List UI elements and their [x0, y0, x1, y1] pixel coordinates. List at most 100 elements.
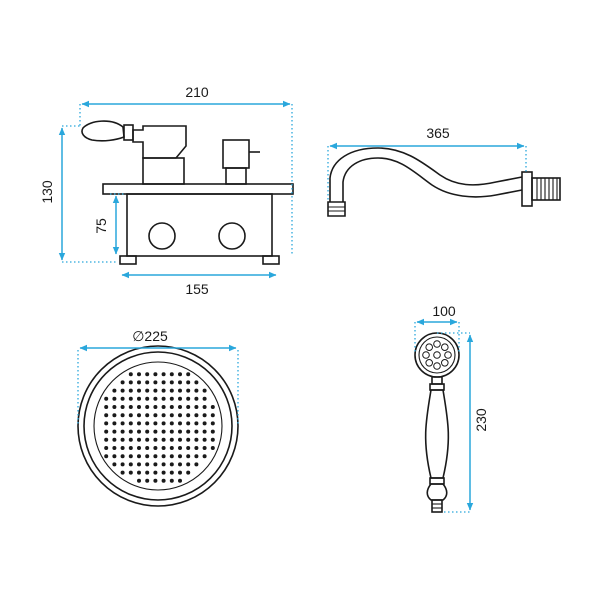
- nozzle-dot: [145, 372, 150, 377]
- nozzle-dot: [186, 380, 191, 385]
- nozzle-dot: [153, 396, 158, 401]
- nozzle-dot: [104, 413, 109, 418]
- spout-wall-flange: [521, 171, 533, 207]
- nozzle-dot: [153, 470, 158, 475]
- nozzle-dot: [145, 380, 150, 385]
- spout-thread: [531, 177, 561, 201]
- nozzle-dot: [112, 413, 117, 418]
- nozzle-dot: [145, 429, 150, 434]
- nozzle-dot: [112, 405, 117, 409]
- hand-nozzle: [441, 359, 449, 367]
- nozzle-dot: [104, 396, 109, 401]
- nozzle-dot: [153, 446, 158, 450]
- shower-head-outer-rim: [77, 345, 239, 507]
- spout-length-dimension-label: 365: [426, 125, 450, 141]
- nozzle-dot: [186, 446, 191, 450]
- hand-shower-neck: [431, 376, 443, 385]
- nozzle-dot: [153, 462, 158, 467]
- nozzle-dot: [178, 462, 182, 467]
- spout-outlet: [327, 201, 346, 217]
- nozzle-dot: [186, 413, 191, 418]
- nozzle-dot: [178, 388, 182, 393]
- nozzle-dot: [161, 429, 166, 434]
- nozzle-dot: [161, 462, 166, 467]
- nozzle-dot: [120, 446, 125, 450]
- nozzle-dot: [153, 405, 158, 409]
- nozzle-dot: [169, 421, 174, 426]
- nozzle-dot: [210, 413, 215, 418]
- nozzle-dot: [104, 405, 109, 409]
- hand-shower-head-rim: [414, 332, 460, 378]
- nozzle-dot: [137, 405, 141, 409]
- nozzle-dot: [145, 388, 150, 393]
- nozzle-dot: [104, 446, 109, 450]
- valve-foot-right: [262, 255, 280, 265]
- nozzle-dot: [210, 429, 215, 434]
- nozzle-dot: [169, 437, 174, 442]
- nozzle-dot: [186, 388, 191, 393]
- nozzle-dot: [104, 454, 109, 459]
- nozzle-dot: [112, 462, 117, 467]
- nozzle-dot: [120, 413, 125, 418]
- nozzle-dot: [161, 470, 166, 475]
- nozzle-dot: [194, 437, 199, 442]
- nozzle-dot: [194, 413, 199, 418]
- nozzle-dot: [161, 372, 166, 377]
- diverter-stem: [225, 167, 247, 185]
- nozzle-dot: [128, 462, 133, 467]
- nozzle-dot: [178, 470, 182, 475]
- nozzle-dot: [178, 478, 182, 483]
- nozzle-dot: [194, 388, 199, 393]
- nozzle-dot: [210, 446, 215, 450]
- nozzle-dot: [178, 446, 182, 450]
- nozzle-dot: [120, 437, 125, 442]
- nozzle-dot: [137, 421, 141, 426]
- nozzle-dot: [128, 470, 133, 475]
- mixer-stem: [142, 157, 185, 185]
- nozzle-dot: [145, 454, 150, 459]
- nozzle-dot: [153, 454, 158, 459]
- width-dimension-label: 210: [185, 84, 209, 100]
- nozzle-dot: [145, 421, 150, 426]
- nozzle-dot: [202, 429, 207, 434]
- nozzle-dot: [210, 437, 215, 442]
- nozzle-dot: [194, 421, 199, 426]
- nozzle-dot: [112, 429, 117, 434]
- spout-upper-edge: [329, 147, 523, 202]
- nozzle-dot: [112, 388, 117, 393]
- hand-shower-head-width-label: 100: [432, 303, 456, 319]
- nozzle-dot: [112, 446, 117, 450]
- nozzle-dot: [120, 470, 125, 475]
- nozzle-dot: [161, 405, 166, 409]
- nozzle-dot: [153, 478, 158, 483]
- body-height-dimension-label: 75: [93, 218, 109, 234]
- nozzle-dot: [169, 388, 174, 393]
- nozzle-dot: [145, 396, 150, 401]
- nozzle-dot: [169, 396, 174, 401]
- nozzle-dot: [128, 405, 133, 409]
- nozzle-dot: [169, 462, 174, 467]
- nozzle-dot: [128, 429, 133, 434]
- nozzle-dot: [178, 396, 182, 401]
- nozzle-dot: [128, 454, 133, 459]
- nozzle-dot: [202, 413, 207, 418]
- nozzle-dot: [186, 470, 191, 475]
- nozzle-dot: [153, 388, 158, 393]
- hand-nozzle: [433, 362, 441, 370]
- nozzle-dot: [169, 470, 174, 475]
- nozzle-dot: [137, 396, 141, 401]
- hand-nozzle: [422, 351, 430, 359]
- nozzle-dot: [186, 396, 191, 401]
- nozzle-dot: [104, 421, 109, 426]
- nozzle-dot: [137, 437, 141, 442]
- nozzle-dot: [186, 372, 191, 377]
- nozzle-dot: [186, 421, 191, 426]
- nozzle-dot: [104, 429, 109, 434]
- nozzle-dot: [137, 413, 141, 418]
- nozzle-dot: [120, 454, 125, 459]
- nozzle-dot: [145, 478, 150, 483]
- spout-drawing: 365: [327, 125, 561, 217]
- nozzle-dot: [202, 388, 207, 393]
- valve-port-right: [218, 222, 246, 250]
- nozzle-dot: [128, 388, 133, 393]
